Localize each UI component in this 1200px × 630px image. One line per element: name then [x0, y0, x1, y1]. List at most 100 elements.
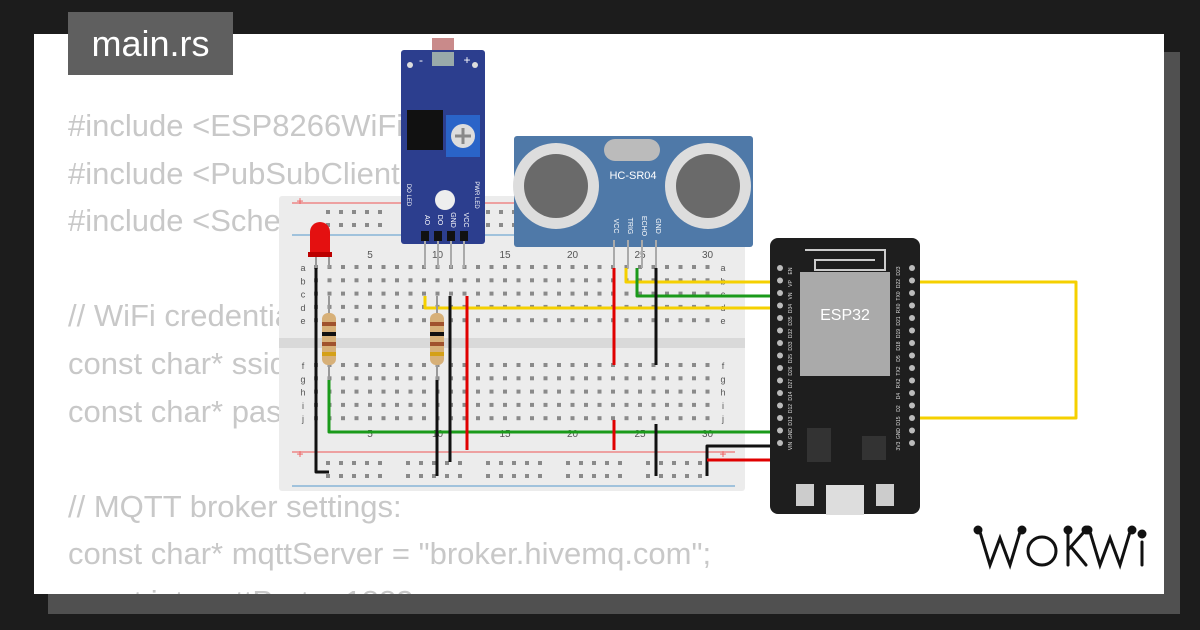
bb-hole: [530, 278, 534, 283]
bb-hole: [516, 402, 521, 407]
bb-hole: [584, 389, 588, 394]
bb-hole: [381, 265, 386, 269]
bb-hole: [665, 416, 669, 421]
rail-hole: [605, 474, 609, 478]
bb-hole: [665, 376, 669, 381]
bb-hole: [341, 363, 345, 367]
rail-hole: [339, 461, 343, 465]
esp32-pin-label: D25: [788, 354, 794, 363]
breadboard-divider: [279, 338, 745, 348]
rail-hole: [525, 461, 529, 465]
bb-hole: [597, 416, 602, 421]
esp32-pin: [777, 327, 783, 334]
esp32-pin: [777, 302, 783, 309]
bb-hole: [651, 376, 656, 381]
bb-hole: [395, 278, 399, 283]
bb-hole: [368, 416, 372, 421]
bb-hole: [611, 416, 615, 421]
esp32-pin-label: 3V3: [896, 441, 902, 450]
rail-hole: [339, 210, 343, 214]
bb-hole: [638, 363, 642, 367]
esp32-pin-label: D34: [788, 304, 794, 313]
bb-hole: [530, 318, 534, 323]
rail-hole: [672, 461, 676, 465]
bb-hole: [489, 389, 494, 394]
bb-hole: [584, 291, 588, 296]
rail-hole: [566, 461, 570, 465]
resistor-band: [322, 352, 336, 356]
bb-hole: [462, 402, 467, 407]
bb-hole: [638, 278, 642, 283]
esp32-pin: [777, 427, 783, 434]
bb-hole: [530, 265, 534, 269]
resistor-band: [322, 332, 336, 336]
bb-hole: [584, 402, 588, 407]
row-label: e: [720, 316, 725, 326]
bb-hole: [489, 265, 494, 269]
voltage-regulator: [807, 428, 831, 462]
bb-hole: [381, 376, 386, 381]
rail-hole: [659, 474, 663, 478]
bb-hole: [665, 265, 669, 269]
bb-hole: [705, 265, 710, 269]
resistor-band: [322, 342, 336, 346]
bb-hole: [651, 363, 656, 367]
bb-hole: [422, 318, 426, 323]
esp32-pin: [777, 315, 783, 321]
bb-hole: [651, 402, 656, 407]
bb-hole: [638, 265, 642, 269]
ldr-pin-label: VCC: [462, 213, 469, 228]
led-base: [308, 252, 332, 257]
bb-hole: [665, 278, 669, 283]
esp32-pin: [909, 365, 915, 371]
rail-hole: [378, 474, 382, 478]
ldr-led-label: PWR LED: [473, 181, 479, 209]
esp32-pin: [777, 402, 783, 409]
bb-hole: [597, 389, 602, 394]
esp32-pin: [909, 327, 915, 334]
row-label: c: [301, 290, 306, 300]
bb-hole: [651, 265, 656, 269]
bb-hole: [354, 278, 359, 283]
ldr-led-label: DO LED: [405, 184, 411, 207]
row-label: i: [722, 401, 724, 411]
rail-hole: [365, 461, 369, 465]
esp32-pin: [777, 340, 783, 346]
column-label: 15: [499, 250, 511, 261]
rail-hole: [406, 461, 410, 465]
bb-hole: [476, 363, 480, 367]
bb-hole: [489, 318, 494, 323]
file-tab[interactable]: main.rs: [68, 12, 233, 75]
bb-hole: [341, 402, 345, 407]
esp32-pin: [909, 340, 915, 346]
bb-hole: [570, 278, 575, 283]
bb-hole: [557, 416, 561, 421]
row-label: i: [302, 401, 304, 411]
bb-hole: [624, 265, 629, 269]
bb-hole: [665, 363, 669, 367]
bb-hole: [354, 416, 359, 421]
ldr-pin-label: AO: [423, 215, 430, 226]
bb-hole: [503, 402, 507, 407]
bb-hole: [611, 376, 615, 381]
esp32-pin: [777, 277, 783, 284]
wokwi-logo: [973, 525, 1147, 570]
bb-hole: [543, 318, 548, 323]
bb-hole: [530, 363, 534, 367]
bb-hole: [665, 318, 669, 323]
esp32-pin-label: D26: [788, 366, 794, 375]
rail-hole: [352, 461, 356, 465]
bb-hole: [381, 291, 386, 296]
rail-hole: [579, 474, 583, 478]
esp32-pin-label: TX2: [896, 366, 902, 375]
ultrasonic-pin-label: TRIG: [626, 218, 633, 235]
bb-hole: [489, 363, 494, 367]
wire-esp-gnd: [705, 444, 780, 476]
rail-plus-label: +: [296, 194, 303, 208]
bb-hole: [651, 278, 656, 283]
column-label: 20: [567, 429, 579, 440]
esp32-pin: [909, 427, 915, 434]
bb-hole: [503, 389, 507, 394]
bb-hole: [638, 402, 642, 407]
